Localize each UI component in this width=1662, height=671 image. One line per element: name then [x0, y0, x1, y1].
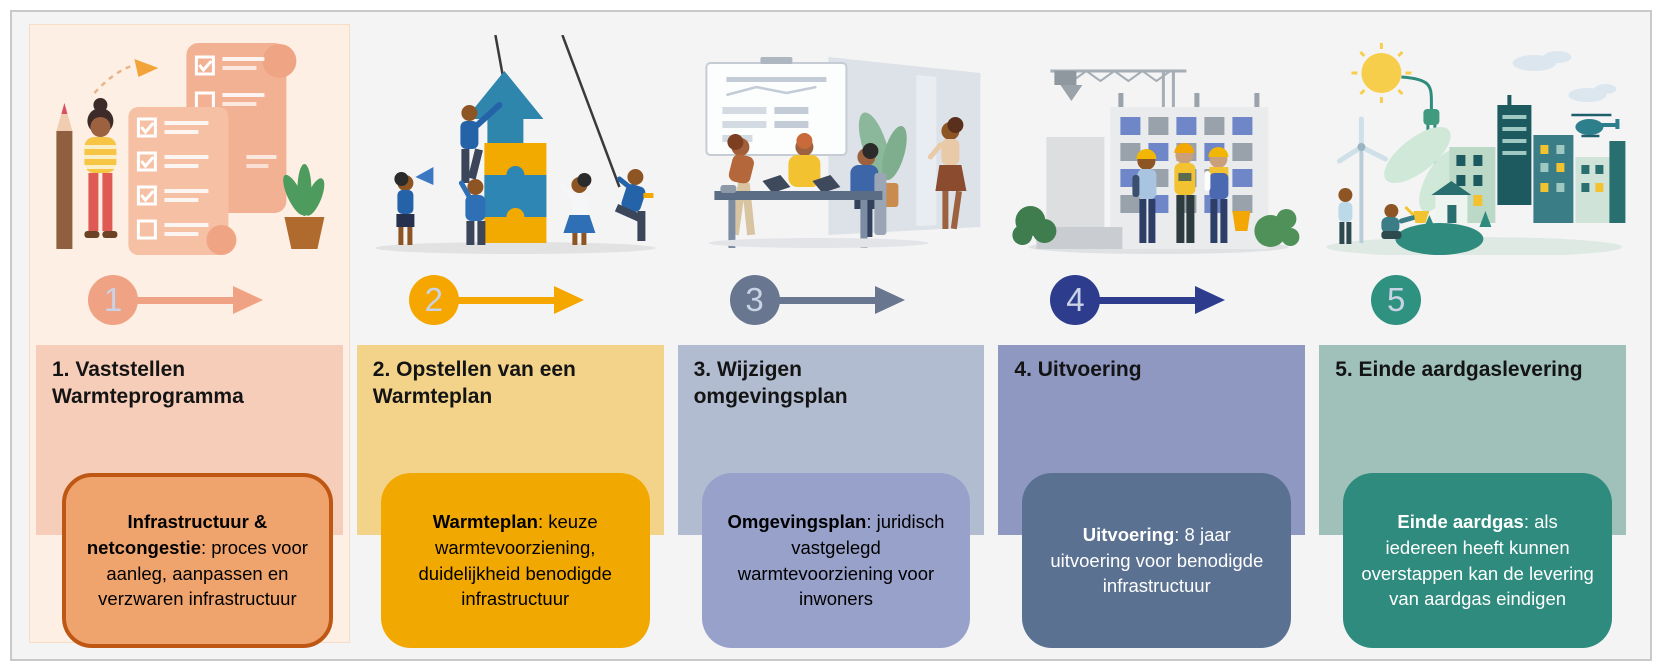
person-gardening	[1381, 204, 1430, 239]
step-4-card-text: Uitvoering: 8 jaar uitvoering voor benod…	[1050, 524, 1264, 597]
person-walking	[927, 117, 966, 230]
meeting-table	[713, 175, 882, 248]
person-supporting	[458, 179, 486, 245]
team-building-puzzle-with-arrow-illustration	[375, 35, 656, 254]
illustration-step-3	[678, 35, 985, 255]
step-1-number: 1	[103, 281, 123, 318]
step-2-card: Warmteplan: keuze warmtevoorziening, dui…	[380, 473, 650, 648]
step-2-title: 2. Opstellen van een Warmteplan	[372, 358, 576, 408]
step-5-title: 5. Einde aardgaslevering	[1335, 358, 1583, 381]
step-5-card-text: Einde aardgas: als iedereen heeft kunnen…	[1361, 511, 1594, 610]
bush-left	[1012, 206, 1057, 245]
meeting-room-discussion-illustration	[704, 57, 980, 248]
person-pulling-rope	[614, 169, 654, 241]
step-3-number-row: 3	[678, 255, 985, 345]
person-woman-right	[558, 173, 596, 245]
step-5-number-badge: 5	[1371, 275, 1422, 325]
bush-right	[1254, 209, 1300, 247]
person-presenting	[787, 133, 820, 187]
worker-overalls	[1204, 147, 1251, 243]
step-column-2: 2 2. Opstellen van een Warmteplan Warmte…	[356, 29, 664, 648]
paper-plane-icon	[93, 59, 159, 94]
clouds	[1512, 51, 1617, 102]
step-column-1: 1 1. Vaststellen Warmteprogramma Infrast…	[29, 24, 350, 648]
construction-site-workers-illustration	[1012, 69, 1300, 254]
step-3-number-badge: 3	[729, 275, 780, 325]
step-3-number: 3	[745, 281, 764, 318]
step-1-arrow-icon	[137, 286, 263, 314]
diagram-frame: 1 1. Vaststellen Warmteprogramma Infrast…	[10, 10, 1652, 661]
person-megaphone	[394, 167, 434, 245]
person-standing	[1338, 188, 1353, 244]
step-4-card: Uitvoering: 8 jaar uitvoering voor benod…	[1022, 473, 1292, 648]
puzzle-pieces	[484, 143, 547, 243]
potted-plant-icon	[283, 164, 325, 249]
concrete-steps	[1036, 227, 1123, 249]
small-house	[1431, 181, 1472, 223]
step-5-number: 5	[1387, 281, 1406, 318]
ground-shadow	[375, 242, 656, 254]
crane-hook	[1060, 85, 1083, 101]
step-2-number-row: 2	[357, 255, 664, 345]
step-column-5: 5 5. Einde aardgaslevering Einde aardgas…	[1319, 29, 1626, 648]
illustration-step-5	[1319, 35, 1626, 255]
glass-highlight	[915, 75, 936, 226]
step-5-card: Einde aardgas: als iedereen heeft kunnen…	[1343, 473, 1612, 648]
step-3-card-text: Omgevingsplan: juridisch vastgelegd warm…	[727, 511, 945, 610]
illustration-step-2	[357, 35, 664, 255]
step-1-title: 1. Vaststellen Warmteprogramma	[52, 358, 244, 408]
step-3-title: 3. Wijzigen omgevingsplan	[693, 358, 848, 408]
worker-vest	[1174, 143, 1196, 243]
checklist-scrolls	[128, 43, 297, 255]
floor-shadow	[707, 238, 928, 248]
step-4-number-row: 4	[998, 255, 1305, 345]
step-1-card-text: Infrastructuur & netcongestie: proces vo…	[86, 511, 308, 610]
step-4-number-badge: 4	[1050, 275, 1101, 325]
step-4-title: 4. Uitvoering	[1014, 358, 1142, 381]
step-1-number-row: 1	[36, 255, 343, 345]
step-2-card-text: Warmteplan: keuze warmtevoorziening, dui…	[418, 511, 612, 610]
step-2-arrow-icon	[457, 286, 584, 314]
step-3-arrow-icon	[778, 286, 905, 314]
giant-pencil-icon	[56, 103, 73, 249]
sustainable-green-city-illustration	[1326, 43, 1626, 255]
step-1-number-badge: 1	[88, 275, 138, 325]
step-4-number: 4	[1066, 281, 1085, 318]
person-climbing	[460, 102, 503, 183]
woman-figure	[84, 98, 118, 238]
blue-arrow-icon	[465, 71, 544, 143]
illustration-step-4	[998, 35, 1305, 255]
helicopter-icon	[1571, 113, 1620, 138]
step-2-number: 2	[424, 281, 443, 318]
woman-with-giant-pencil-and-checklists-illustration	[56, 43, 325, 255]
step-1-card: Infrastructuur & netcongestie: proces vo…	[62, 473, 333, 648]
wind-turbine-icon	[1337, 116, 1389, 243]
green-hill	[1395, 223, 1484, 255]
step-column-4: 4 4. Uitvoering Uitvoering: 8 jaar uitvo…	[998, 29, 1306, 648]
step-5-number-row: 5	[1319, 255, 1626, 345]
ropes	[493, 35, 621, 188]
step-3-card: Omgevingsplan: juridisch vastgelegd warm…	[701, 473, 971, 648]
presentation-board	[704, 57, 847, 156]
step-column-3: 3 3. Wijzigen omgevingsplan Omgevingspla…	[677, 29, 985, 648]
worker-woman	[1132, 149, 1157, 243]
step-4-arrow-icon	[1099, 286, 1226, 314]
crane-counterweight	[1054, 71, 1077, 85]
illustration-step-1	[36, 35, 343, 255]
sun-icon	[1351, 43, 1412, 103]
step-2-number-badge: 2	[408, 275, 459, 325]
team-figures	[394, 102, 654, 245]
city-skyline	[1423, 95, 1626, 229]
